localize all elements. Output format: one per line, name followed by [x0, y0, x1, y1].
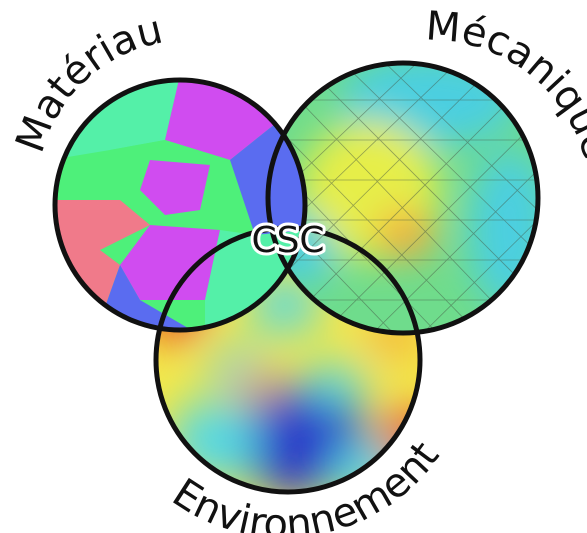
mecanique-circle [265, 60, 541, 336]
materiau-circle [52, 77, 308, 333]
environnement-circle [153, 225, 423, 495]
intersection-label: CSC [251, 220, 324, 261]
